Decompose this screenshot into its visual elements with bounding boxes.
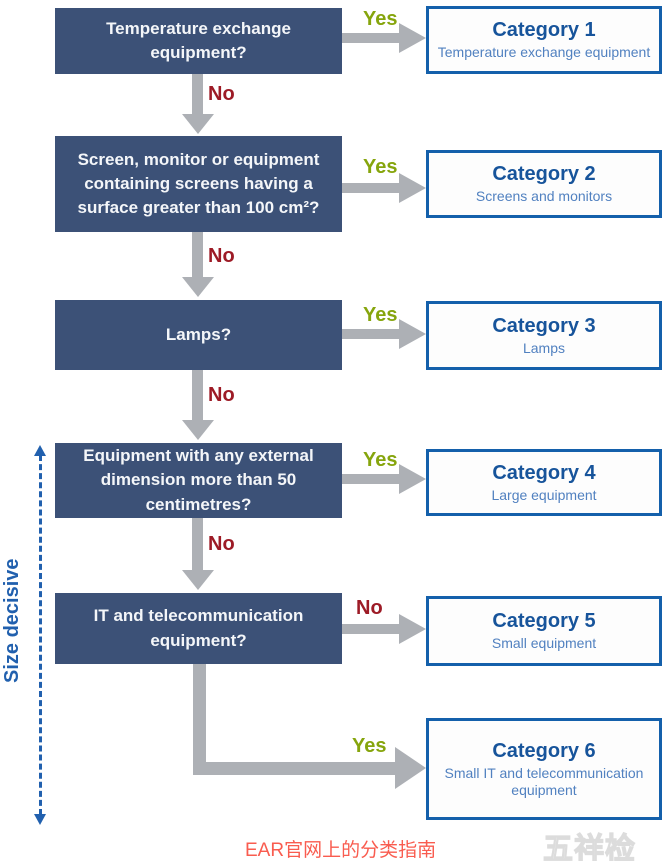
category-5-subtitle: Small equipment xyxy=(491,635,597,652)
question-box-screens: Screen, monitor or equipment containing … xyxy=(55,136,342,232)
category-box-4: Category 4 Large equipment xyxy=(426,449,662,516)
category-6-title: Category 6 xyxy=(492,739,596,762)
category-box-2: Category 2 Screens and monitors xyxy=(426,150,662,218)
question-box-temperature-exchange: Temperature exchange equipment? xyxy=(55,8,342,74)
caption-text: EAR官网上的分类指南 xyxy=(245,840,437,861)
arrow-down-2-head-icon xyxy=(182,277,214,297)
size-bracket-dashed-line xyxy=(39,455,42,815)
category-1-subtitle: Temperature exchange equipment xyxy=(437,44,651,61)
question-box-large-equipment: Equipment with any external dimension mo… xyxy=(55,443,342,518)
branch-label-yes-4: Yes xyxy=(363,449,398,471)
elbow-arrow-head-icon xyxy=(395,747,426,789)
elbow-vertical-shaft xyxy=(193,664,206,775)
category-2-subtitle: Screens and monitors xyxy=(475,188,613,205)
category-box-6: Category 6 Small IT and telecommunicatio… xyxy=(426,718,662,820)
arrow-right-3-head-icon xyxy=(399,319,426,349)
branch-label-no-2: No xyxy=(208,245,235,267)
branch-label-yes-1: Yes xyxy=(363,8,398,30)
arrow-down-4-shaft xyxy=(192,518,203,570)
category-box-3: Category 3 Lamps xyxy=(426,301,662,370)
arrow-right-4-shaft xyxy=(342,474,399,484)
category-3-title: Category 3 xyxy=(492,314,596,337)
category-5-title: Category 5 xyxy=(492,610,596,633)
size-bracket-bottom-arrow-icon xyxy=(34,814,46,825)
category-1-title: Category 1 xyxy=(492,19,596,42)
arrow-right-1-shaft xyxy=(342,33,399,43)
branch-label-no-1: No xyxy=(208,83,235,105)
category-6-subtitle: Small IT and telecommunication equipment xyxy=(444,764,644,799)
arrow-down-2-shaft xyxy=(192,232,203,277)
arrow-down-3-shaft xyxy=(192,370,203,420)
arrow-down-1-head-icon xyxy=(182,114,214,134)
branch-label-yes-3: Yes xyxy=(363,304,398,326)
arrow-right-3-shaft xyxy=(342,329,399,339)
arrow-down-1-shaft xyxy=(192,74,203,114)
category-2-title: Category 2 xyxy=(492,163,596,186)
arrow-down-3-head-icon xyxy=(182,420,214,440)
elbow-horizontal-shaft xyxy=(193,762,395,775)
arrow-right-1-head-icon xyxy=(399,23,426,53)
question-box-it-telecom: IT and telecommunication equipment? xyxy=(55,593,342,664)
category-4-subtitle: Large equipment xyxy=(491,486,597,503)
size-bracket-top-arrow-icon xyxy=(34,445,46,456)
arrow-right-4-head-icon xyxy=(399,464,426,494)
arrow-right-2-head-icon xyxy=(399,173,426,203)
question-box-lamps: Lamps? xyxy=(55,300,342,370)
branch-label-yes-6: Yes xyxy=(352,735,387,757)
branch-label-yes-2: Yes xyxy=(363,156,398,178)
arrow-right-5-head-icon xyxy=(399,614,426,644)
arrow-right-5-shaft xyxy=(342,624,399,634)
watermark-text: 五祥检测 xyxy=(542,832,636,861)
size-decisive-label: Size decisive xyxy=(1,558,23,683)
category-box-5: Category 5 Small equipment xyxy=(426,596,662,666)
branch-label-no-5: No xyxy=(356,597,383,619)
branch-label-no-3: No xyxy=(208,384,235,406)
category-box-1: Category 1 Temperature exchange equipmen… xyxy=(426,6,662,74)
category-4-title: Category 4 xyxy=(492,461,596,484)
category-3-subtitle: Lamps xyxy=(522,339,566,356)
arrow-down-4-head-icon xyxy=(182,570,214,590)
branch-label-no-4: No xyxy=(208,533,235,555)
arrow-right-2-shaft xyxy=(342,183,399,193)
